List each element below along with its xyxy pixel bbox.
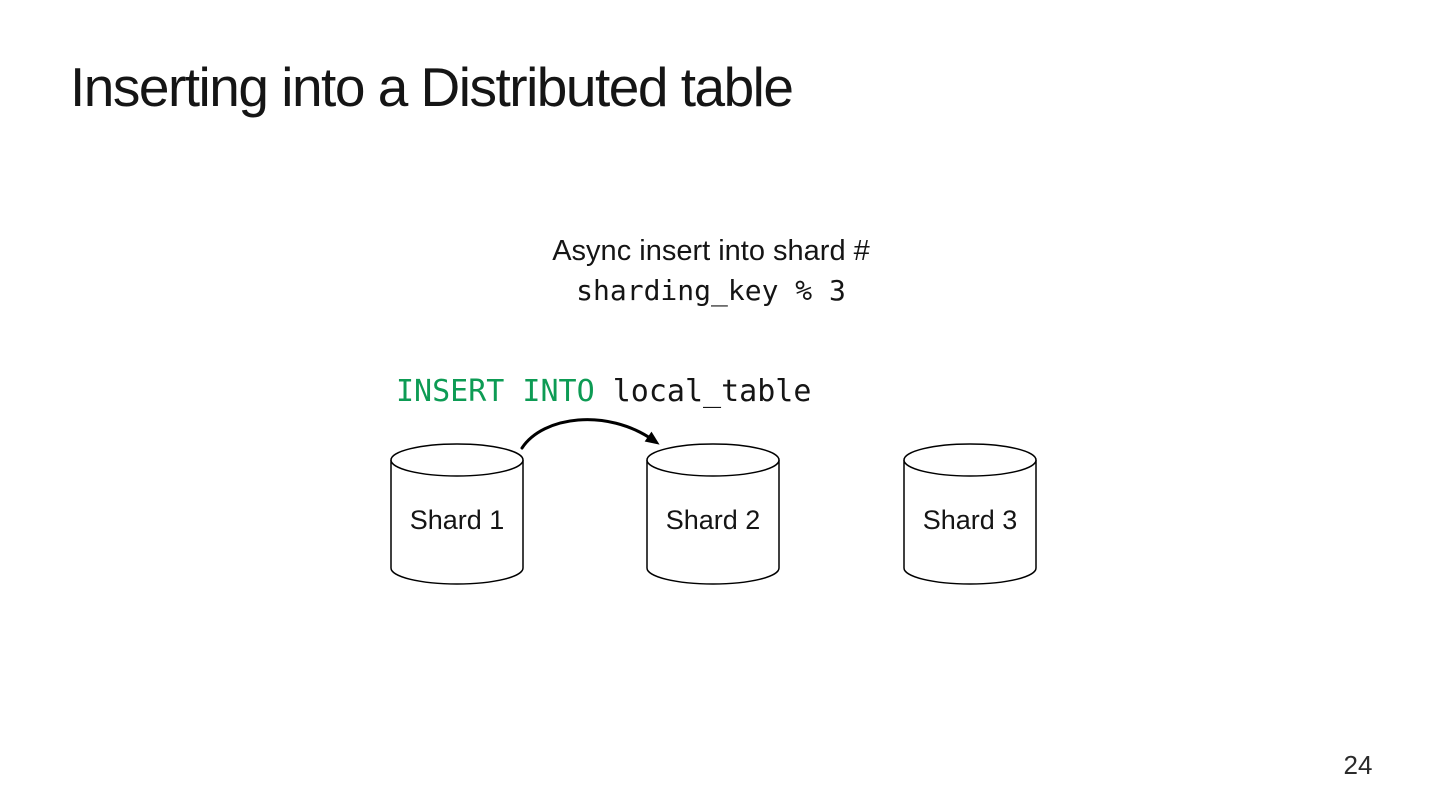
annotation-line-1: Async insert into shard #: [552, 235, 870, 267]
cylinder-icon: [903, 443, 1037, 585]
annotation-line-2: sharding_key % 3: [576, 274, 846, 307]
insert-arrow-icon: [520, 418, 660, 450]
shard-label: Shard 3: [922, 505, 1018, 535]
sql-table-name: local_table: [594, 374, 812, 409]
shard-label: Shard 1: [409, 505, 505, 535]
page-number: 24: [1343, 750, 1373, 780]
cylinder-icon: [646, 443, 780, 585]
insert-statement: INSERT INTO local_table: [396, 374, 811, 409]
shard-cylinder-2: Shard 2: [646, 443, 780, 585]
shard-annotation: Async insert into shard # sharding_key %…: [481, 231, 941, 311]
shard-cylinder-3: Shard 3: [903, 443, 1037, 585]
slide-title: Inserting into a Distributed table: [70, 56, 794, 118]
shard-label: Shard 2: [665, 505, 761, 535]
cylinder-icon: [390, 443, 524, 585]
shard-cylinder-1: Shard 1: [390, 443, 524, 585]
sql-keyword: INSERT INTO: [396, 374, 595, 409]
